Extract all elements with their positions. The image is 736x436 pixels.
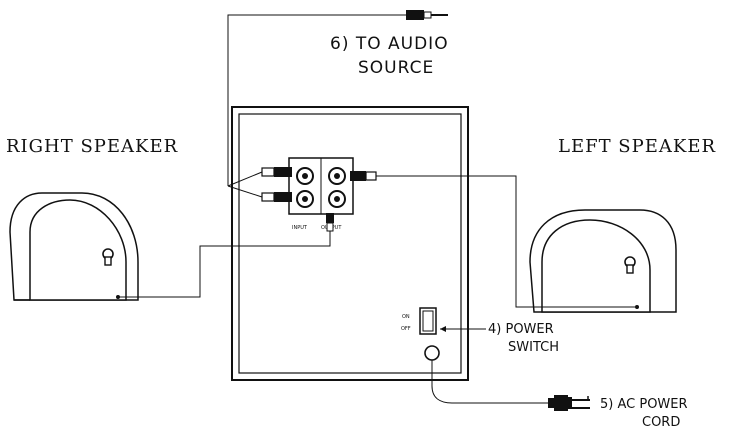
ac-power-cord-label-line1: 5) AC POWER (600, 397, 688, 412)
rca-plug-output-bottom (326, 213, 334, 232)
right-speaker-keyhole (102, 248, 114, 266)
right-speaker-cable (118, 213, 331, 298)
left-speaker-keyhole (624, 256, 636, 274)
output-jack-bottom (328, 190, 346, 208)
switch-on-label: ON (402, 314, 410, 320)
rca-plug-input-bottom (261, 192, 292, 202)
ac-power-inlet (424, 345, 440, 361)
rca-plug-output-top (350, 171, 377, 181)
power-switch-pointer (440, 326, 486, 332)
audio-source-label-line1: 6) TO AUDIO (330, 34, 449, 54)
left-speaker-label: LEFT SPEAKER (558, 136, 716, 157)
right-speaker (9, 192, 139, 301)
ac-power-cord-label-line2: CORD (642, 415, 680, 430)
audio-source-label-line2: SOURCE (358, 58, 434, 78)
power-switch-label-line1: 4) POWER (488, 322, 554, 337)
right-speaker-label: RIGHT SPEAKER (6, 136, 178, 157)
input-jack-top (296, 167, 314, 185)
rca-plug-input-top (261, 167, 292, 177)
ac-power-cord (431, 360, 548, 404)
output-jack-top (328, 167, 346, 185)
audio-jack-panel: INPUT OUTPUT (288, 157, 354, 231)
left-speaker-cable (376, 175, 637, 308)
jack-input-label: INPUT (292, 225, 308, 231)
switch-off-label: OFF (401, 326, 411, 332)
input-jack-bottom (296, 190, 314, 208)
power-switch-label-line2: SWITCH (508, 340, 559, 355)
ac-plug-icon (548, 395, 590, 411)
subwoofer-back-panel (231, 106, 469, 381)
left-speaker (529, 209, 677, 313)
power-switch (419, 307, 437, 335)
audio-source-cable (227, 14, 408, 198)
audio-mini-plug (406, 10, 448, 20)
